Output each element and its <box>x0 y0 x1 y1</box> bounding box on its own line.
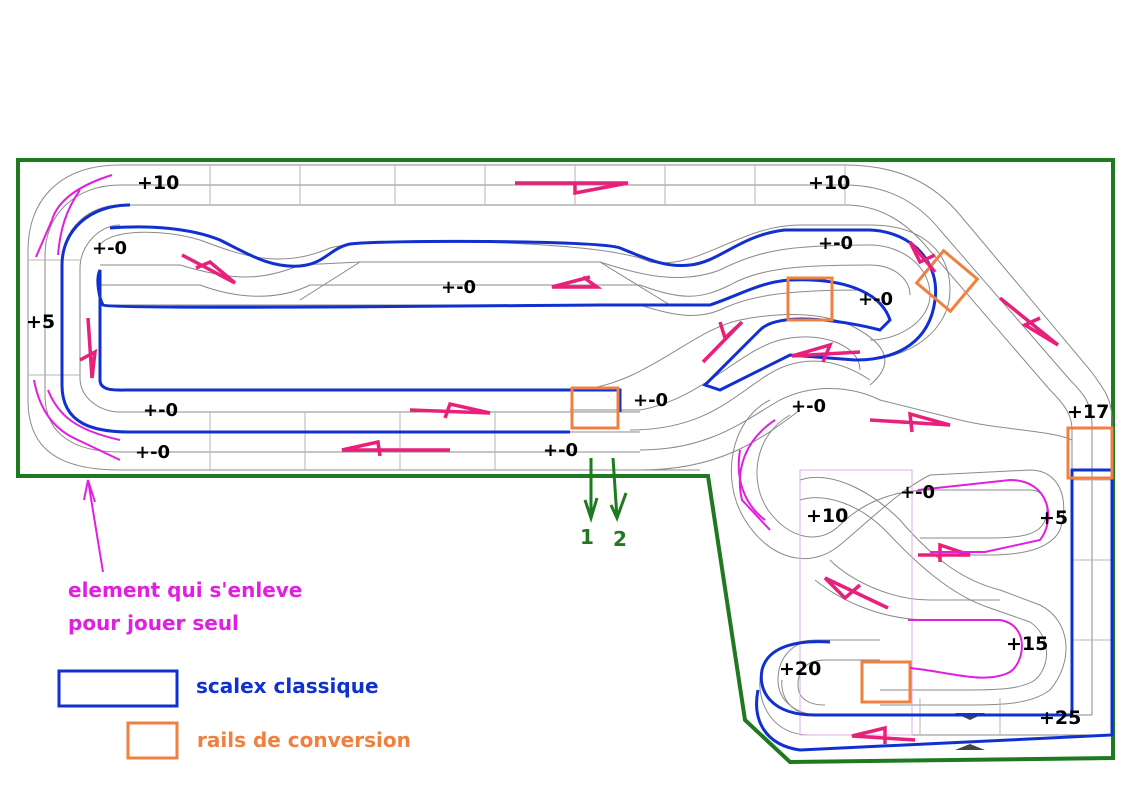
direction-arrow <box>823 576 889 610</box>
conversion-rail <box>570 386 620 430</box>
legend-conversion-label: rails de conversion <box>197 728 411 752</box>
elevation-label: +-0 <box>858 289 894 310</box>
removable-element-note-line1: element qui s'enleve <box>68 578 303 602</box>
classic-track-route-bottom <box>755 470 1114 752</box>
elevation-label: +-0 <box>633 390 669 411</box>
removable-element <box>33 174 1050 679</box>
direction-arrow <box>515 181 629 196</box>
lane-number: 2 <box>613 527 627 551</box>
classic-track-route-right <box>759 468 1112 717</box>
elevation-label: +-0 <box>818 233 854 254</box>
elevation-label: +-0 <box>92 238 128 259</box>
elevation-label: +15 <box>1006 633 1049 655</box>
removable-element-note-line2: pour jouer seul <box>68 611 239 635</box>
direction-arrows <box>79 181 1060 744</box>
annotation-pointer <box>83 479 104 573</box>
lane-arrows <box>583 457 628 523</box>
direction-arrow <box>409 401 491 419</box>
legend-classic-label: scalex classique <box>196 674 379 698</box>
elevation-label: +10 <box>806 505 849 527</box>
direction-arrow <box>908 240 937 274</box>
elevation-label: +-0 <box>900 482 936 503</box>
direction-arrow <box>851 725 916 744</box>
direction-arrow <box>181 253 237 285</box>
conversion-rail <box>860 660 912 704</box>
classic-track-route <box>96 225 938 412</box>
elevation-label: +10 <box>137 172 180 194</box>
elevation-label: +25 <box>1039 707 1082 729</box>
direction-arrow <box>701 320 744 364</box>
elevation-label: +5 <box>26 311 56 333</box>
classic-track-route-outer <box>60 203 570 434</box>
lane-number: 1 <box>580 525 594 549</box>
elevation-label: +10 <box>808 172 851 194</box>
table-boundary <box>16 158 1115 765</box>
conversion-rails <box>570 248 1114 704</box>
direction-arrow <box>341 439 450 457</box>
track-marker <box>955 744 985 750</box>
direction-arrow <box>998 296 1060 347</box>
conversion-rail <box>1066 426 1114 480</box>
track-outer-loop <box>27 164 1113 736</box>
elevation-label: +-0 <box>791 396 827 417</box>
legend-conversion-swatch <box>126 721 179 760</box>
elevation-label: +-0 <box>143 400 179 421</box>
elevation-label: +-0 <box>135 442 171 463</box>
direction-arrow <box>791 342 861 363</box>
elevation-label: +17 <box>1067 401 1110 423</box>
conversion-rail <box>786 276 834 322</box>
lane-1-arrow <box>583 458 599 523</box>
direction-arrow <box>79 317 98 379</box>
elevation-label: +20 <box>779 658 822 680</box>
direction-arrow <box>551 275 603 289</box>
lane-2-arrow <box>609 457 628 522</box>
elevation-label: +-0 <box>441 277 477 298</box>
direction-arrow <box>918 542 971 562</box>
direction-arrow <box>869 411 951 433</box>
legend-classic-swatch <box>57 669 179 708</box>
elevation-label: +5 <box>1039 507 1069 529</box>
elevation-label: +-0 <box>543 440 579 461</box>
